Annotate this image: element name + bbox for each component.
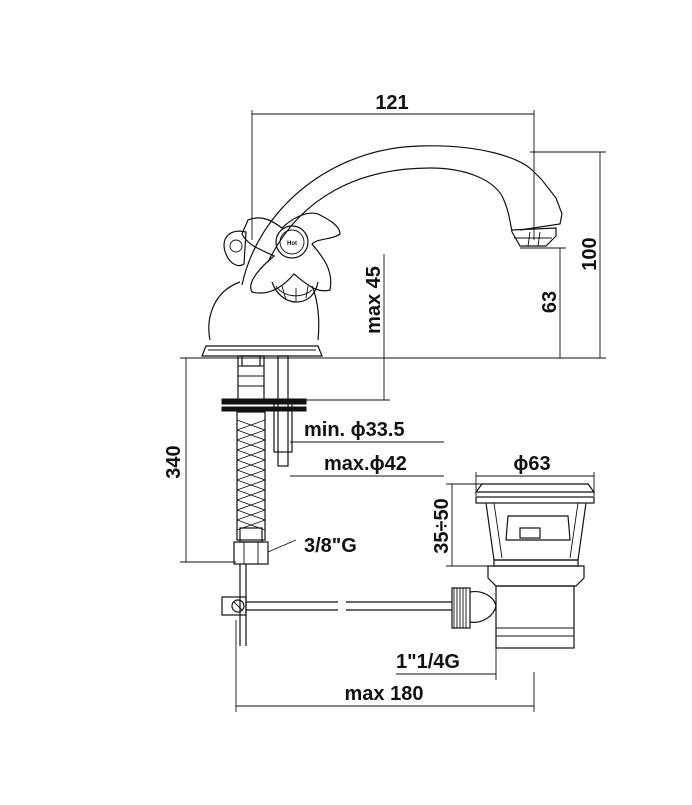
waste-thread-dimension: 1"1/4G [396,651,460,673]
hose-thread-dimension: 3/8"G [304,535,357,557]
max-deck-thickness-dimension: max 45 [363,266,385,334]
faucet-body: Hot [201,145,563,357]
spout-height-dimension: 63 [539,291,561,313]
mounting-assembly [221,355,452,646]
waste-diameter-dimension: ϕ63 [513,453,550,475]
spout-reach-dimension: 121 [375,92,408,114]
pop-up-waste [451,483,596,649]
max-hole-dimension: max.ϕ42 [324,453,407,475]
hot-handle-label: Hot [287,241,297,247]
waste-depth-dimension: 35÷50 [431,498,453,553]
total-height-dimension: 100 [579,237,601,270]
pull-rod-length-dimension: max 180 [345,683,424,705]
hose-length-dimension: 340 [163,445,185,478]
dimension-lines [180,110,606,712]
min-hole-dimension: min. ϕ33.5 [304,419,405,441]
